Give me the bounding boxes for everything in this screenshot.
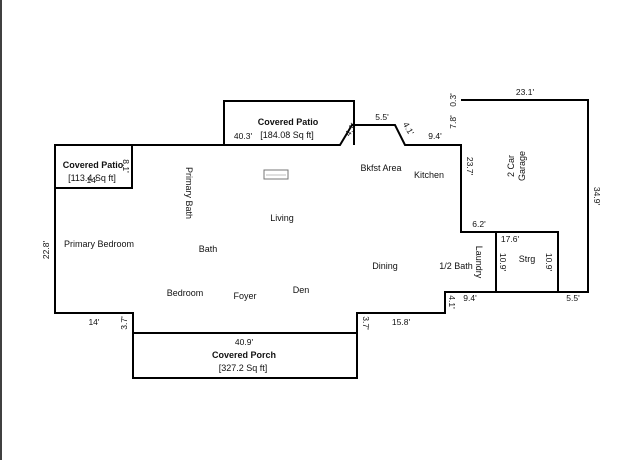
- storage-outline: [495, 231, 559, 293]
- dim-4-1-a: 4.1': [343, 121, 359, 138]
- room-garage-line1: 2 Car: [506, 155, 516, 177]
- dim-8-1: 8.1': [121, 159, 131, 173]
- room-kitchen: Kitchen: [414, 170, 444, 180]
- room-bkfst-area: Bkfst Area: [360, 163, 401, 173]
- dim-9-4-top: 9.4': [428, 131, 442, 141]
- room-half-bath: 1/2 Bath: [439, 261, 473, 271]
- patio-left-area: [113.4 Sq ft]: [68, 173, 116, 183]
- dim-14-top: 14': [86, 175, 97, 185]
- covered-patio-top: [223, 100, 355, 145]
- dim-3-7-a: 3.7': [119, 316, 129, 330]
- dim-23-1: 23.1': [516, 87, 535, 97]
- dim-7-8: 7.8': [448, 115, 458, 129]
- room-primary-bath: Primary Bath: [184, 167, 194, 219]
- patio-top-title: Covered Patio: [258, 117, 319, 127]
- house-outline: [54, 124, 497, 334]
- dim-9-4-bot: 9.4': [463, 293, 477, 303]
- room-dining: Dining: [372, 261, 398, 271]
- room-strg: Strg: [519, 254, 536, 264]
- room-foyer: Foyer: [233, 291, 256, 301]
- covered-porch: [132, 333, 358, 379]
- room-primary-bedroom: Primary Bedroom: [64, 239, 134, 249]
- dim-15-8: 15.8': [392, 317, 411, 327]
- dim-5-5-bot: 5.5': [566, 293, 580, 303]
- dim-40-9: 40.9': [235, 337, 254, 347]
- room-living: Living: [270, 213, 294, 223]
- room-laundry: Laundry: [474, 246, 484, 279]
- dim-6-2: 6.2': [472, 219, 486, 229]
- porch-title: Covered Porch: [212, 350, 276, 360]
- dim-10-9-a: 10.9': [498, 253, 508, 272]
- dim-4-1-c: 4.1': [447, 295, 457, 309]
- room-bedroom: Bedroom: [167, 288, 204, 298]
- covered-patio-left: [54, 144, 133, 189]
- fixture-rect: [263, 169, 289, 180]
- dim-4-1-b: 4.1': [401, 120, 417, 137]
- dim-34-9: 34.9': [592, 187, 602, 206]
- room-garage-line2: Garage: [517, 151, 527, 181]
- dim-5-5-top: 5.5': [375, 112, 389, 122]
- dim-10-9-b: 10.9': [544, 253, 554, 272]
- dim-3-7-b: 3.7': [361, 316, 371, 330]
- dim-14-bot: 14': [88, 317, 99, 327]
- room-den: Den: [293, 285, 310, 295]
- room-bath: Bath: [199, 244, 218, 254]
- dim-17-6: 17.6': [501, 234, 520, 244]
- dim-40-3: 40.3': [234, 131, 253, 141]
- dim-23-7: 23.7': [465, 157, 475, 176]
- dim-0-3: 0.3': [448, 93, 458, 107]
- patio-top-area: [184.08 Sq ft]: [260, 130, 314, 140]
- dim-22-8: 22.8': [41, 241, 51, 260]
- porch-area: [327.2 Sq ft]: [219, 363, 268, 373]
- patio-left-title: Covered Patio: [63, 160, 124, 170]
